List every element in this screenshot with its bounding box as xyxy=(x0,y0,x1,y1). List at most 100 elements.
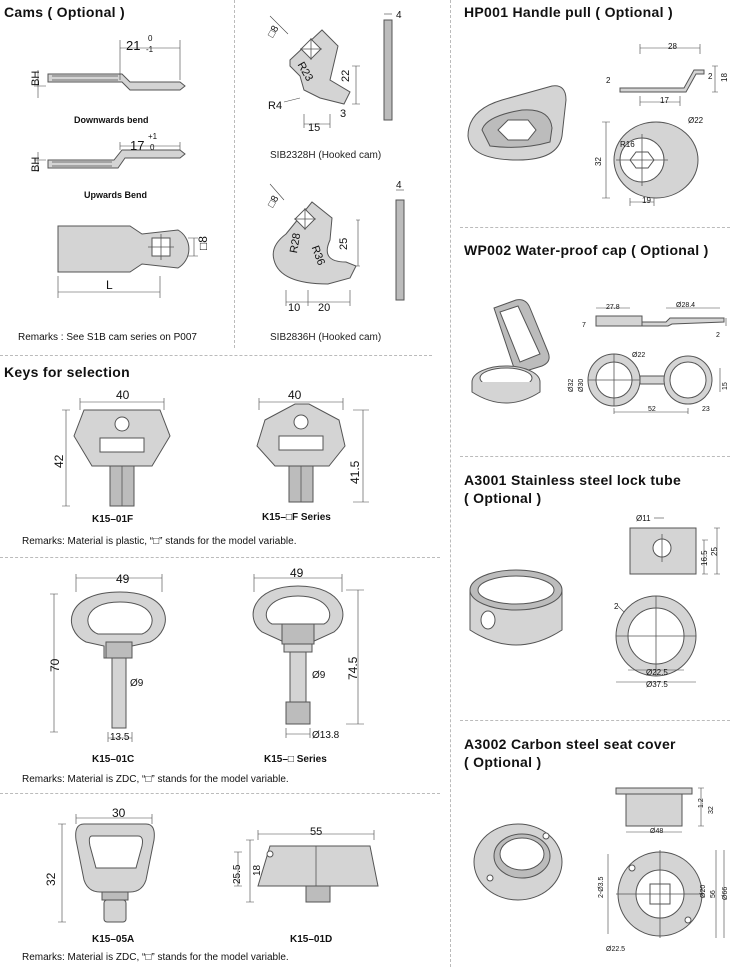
cam-bh-2: BH xyxy=(30,156,42,172)
key-k15-01c-drawing xyxy=(50,574,166,742)
cam-dim-L: L xyxy=(106,278,113,292)
a3002-dim-2d35: 2-Ø3.5 xyxy=(598,876,605,898)
a3002-dim-32: 32 xyxy=(708,806,715,814)
hooked2-dim-10: 10 xyxy=(288,302,301,314)
cam-downwards-drawing xyxy=(34,40,186,172)
k15-05a-dim-h: 32 xyxy=(44,872,58,886)
a3002-dim-d20: Ø20 xyxy=(700,884,707,898)
k15-01c-label: K15–01C xyxy=(92,754,135,765)
hooked1-dim-3: 3 xyxy=(340,108,347,120)
keys-remarks-2: Remarks: Material is ZDC, “□” stands for… xyxy=(22,774,289,785)
k15-01d-dim-w: 55 xyxy=(310,826,323,838)
keys-remarks-3: Remarks: Material is ZDC, “□” stands for… xyxy=(22,952,289,963)
cams-title: Cams ( Optional ) xyxy=(4,4,125,20)
hp001-dim-2: 2 xyxy=(606,76,611,85)
k15-05a-label: K15–05A xyxy=(92,934,135,945)
wp002-dim-278: 27.8 xyxy=(606,304,620,311)
cam-dim-21: 21 xyxy=(126,38,141,53)
cam-dim-sq8: □8 xyxy=(196,236,210,250)
wp002-dim-d284: Ø28.4 xyxy=(676,302,696,309)
hp001-side-drawing xyxy=(619,44,718,106)
a3002-dim-56: 56 xyxy=(710,890,717,898)
a3001-dim-2: 2 xyxy=(614,602,619,611)
section-divider-keys-2 xyxy=(0,793,440,794)
a3001-dim-25: 25 xyxy=(710,547,719,556)
cam-bh-1: BH xyxy=(30,70,42,86)
wp002-side-drawing xyxy=(595,307,727,327)
wp002-dim-d32: Ø32 xyxy=(568,378,575,392)
wp002-title: WP002 Water-proof cap ( Optional ) xyxy=(464,242,709,258)
hooked1-dim-4: 4 xyxy=(396,10,402,21)
k15-01d-dim-h2: 18 xyxy=(252,864,263,876)
cams-remarks: Remarks : See S1B cam series on P007 xyxy=(18,332,197,343)
k15-01c-dim-h: 70 xyxy=(48,658,62,672)
a3001-dim-165: 16.5 xyxy=(700,550,709,566)
hooked2-dim-20: 20 xyxy=(318,302,331,314)
section-divider-keys-1 xyxy=(0,557,440,558)
a3001-top-drawing xyxy=(615,595,697,683)
hp001-dim-2b: 2 xyxy=(708,72,713,81)
a3001-dim-d375: Ø37.5 xyxy=(646,680,668,689)
hooked-cam-1-caption: SIB2328H (Hooked cam) xyxy=(270,150,382,161)
section-divider-a3001 xyxy=(460,720,730,721)
cam-tol-17-top: +1 xyxy=(148,132,158,141)
hp001-title: HP001 Handle pull ( Optional ) xyxy=(464,4,673,20)
hooked-cam-2-caption: SIB2836H (Hooked cam) xyxy=(270,332,382,343)
a3002-title-2: ( Optional ) xyxy=(464,754,542,770)
cam-dim-17: 17 xyxy=(130,138,145,153)
k15-01c-dim-w: 49 xyxy=(116,572,130,586)
k15-series-dim-w: 49 xyxy=(290,566,304,580)
section-divider-cams xyxy=(0,355,432,356)
hp001-dim-32: 32 xyxy=(594,157,603,166)
k15-f-dim-h: 41.5 xyxy=(348,460,362,484)
wp002-dim-15: 15 xyxy=(722,382,729,390)
wp002-3d-drawing xyxy=(471,299,550,404)
wp002-dim-d22: Ø22 xyxy=(632,352,646,359)
hp001-3d-drawing xyxy=(467,85,567,161)
key-k15-05a-drawing xyxy=(58,814,155,923)
wp002-dim-23: 23 xyxy=(702,406,710,413)
a3001-3d-drawing xyxy=(469,569,563,646)
wp002-top-drawing xyxy=(587,353,721,414)
key-k15-series-drawing xyxy=(252,574,364,738)
wp002-dim-7: 7 xyxy=(582,322,586,329)
hp001-dim-28: 28 xyxy=(668,42,677,51)
keys-title: Keys for selection xyxy=(4,364,130,380)
k15-series-dim-b: Ø13.8 xyxy=(312,730,340,741)
hooked1-dim-15: 15 xyxy=(308,122,321,134)
k15-series-dim-d: Ø9 xyxy=(312,670,326,681)
wp002-dim-d30: Ø30 xyxy=(578,378,585,392)
a3002-3d-drawing xyxy=(473,823,563,901)
hp001-dim-19: 19 xyxy=(642,196,651,205)
a3002-dim-d48: Ø48 xyxy=(650,828,664,835)
downwards-bend-label: Downwards bend xyxy=(74,115,149,125)
hooked1-dim-r4: R4 xyxy=(268,100,283,112)
k15-01c-dim-b: 13.5 xyxy=(110,732,130,743)
column-divider xyxy=(450,0,451,967)
a3001-title-2: ( Optional ) xyxy=(464,490,542,506)
hooked2-dim-4: 4 xyxy=(396,180,402,191)
a3002-title-1: A3002 Carbon steel seat cover xyxy=(464,736,676,752)
upwards-bend-label: Upwards Bend xyxy=(84,190,148,200)
wp002-dim-52: 52 xyxy=(648,406,656,413)
hooked1-dim-22: 22 xyxy=(340,69,352,82)
a3001-dim-d225: Ø22.5 xyxy=(646,668,668,677)
a3001-title-1: A3001 Stainless steel lock tube xyxy=(464,472,682,488)
k15-01d-label: K15–01D xyxy=(290,934,333,945)
section-divider-wp002 xyxy=(460,456,730,457)
hp001-front-drawing xyxy=(602,121,699,206)
k15-01c-dim-d: Ø9 xyxy=(130,678,144,689)
a3002-dim-12: 1.2 xyxy=(698,798,705,808)
k15-01f-dim-w: 40 xyxy=(116,388,130,402)
k15-01d-dim-h1: 25.5 xyxy=(232,864,243,884)
k15-01f-dim-h: 42 xyxy=(52,454,66,468)
key-k15-01d-drawing xyxy=(234,830,379,903)
a3001-side-drawing xyxy=(629,517,720,575)
a3002-top-drawing xyxy=(607,850,725,938)
k15-f-dim-w: 40 xyxy=(288,388,302,402)
k15-series-label: K15–□ Series xyxy=(264,754,327,765)
hp001-dim-17: 17 xyxy=(660,96,669,105)
cam-tol-17-bottom: 0 xyxy=(150,143,155,152)
hooked-cam-1-drawing xyxy=(269,13,393,128)
k15-01f-label: K15–01F xyxy=(92,514,134,525)
